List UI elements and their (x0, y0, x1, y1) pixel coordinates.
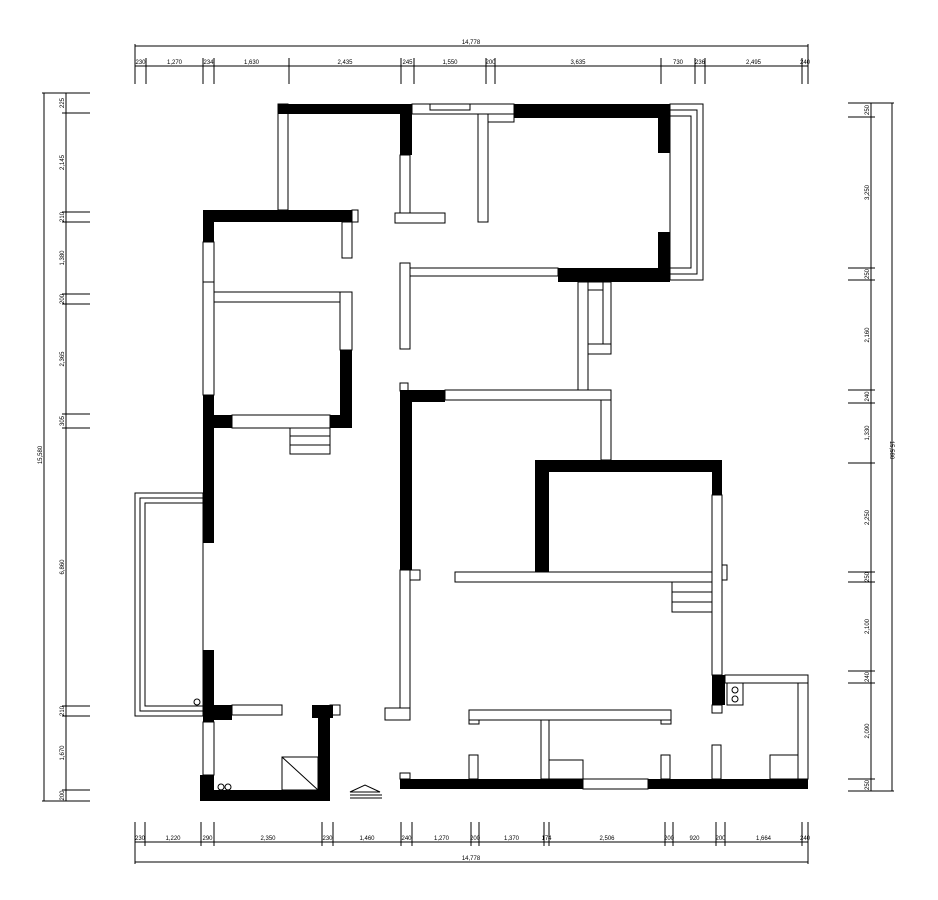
dimension-label: 200 (664, 836, 675, 842)
dimension-label: 210 (60, 211, 66, 222)
dimension-label: 210 (60, 705, 66, 716)
dimension-label: 2,160 (865, 327, 871, 343)
dimension-label: 6,860 (60, 559, 66, 575)
dimension-label: 2,350 (260, 836, 276, 842)
dimension-lines: 14,778 14,778 15,580 15,580 (38, 40, 894, 864)
counter (468, 709, 672, 721)
dimension-label: 1,270 (434, 836, 450, 842)
dimension-label: 920 (689, 836, 700, 842)
dimension-label: 2,250 (865, 509, 871, 525)
dimension-label: 1,370 (504, 836, 520, 842)
dimension-label: 250 (865, 104, 871, 115)
dimension-label: 200 (470, 836, 481, 842)
dimension-label: 240 (401, 836, 412, 842)
dimension-label: 1,550 (442, 60, 458, 66)
dimension-label: 240 (800, 836, 811, 842)
dimension-label: 2,506 (599, 836, 615, 842)
left-total-dimension: 15,580 (38, 445, 44, 464)
dimension-label: 200 (715, 836, 726, 842)
dimension-label: 730 (673, 60, 684, 66)
dimension-label: 2,090 (865, 723, 871, 739)
dimension-label: 250 (865, 779, 871, 790)
stairs (289, 427, 331, 455)
right-total-dimension: 15,580 (888, 441, 894, 460)
dimension-label: 1,220 (165, 836, 181, 842)
dimension-label: 200 (60, 293, 66, 304)
dimension-label: 2,145 (60, 154, 66, 170)
dimension-label: 250 (865, 571, 871, 582)
dimension-label: 240 (865, 671, 871, 682)
dimension-label: 250 (865, 268, 871, 279)
dimension-label: 2,365 (60, 351, 66, 367)
dimension-label: 1,670 (60, 745, 66, 761)
stairs-2 (671, 581, 713, 613)
dimension-label: 230 (135, 836, 146, 842)
dimension-label: 2,495 (746, 60, 762, 66)
dimension-label: 236 (695, 60, 706, 66)
dimension-label: 290 (202, 836, 213, 842)
dimension-label: 3,635 (570, 60, 586, 66)
dimension-label: 230 (322, 836, 333, 842)
dimension-label: 1,270 (167, 60, 183, 66)
dimension-label: 305 (60, 415, 66, 426)
dimension-label: 225 (60, 97, 66, 108)
dimension-label: 3,250 (865, 184, 871, 200)
dimension-label: 2,100 (865, 618, 871, 634)
dimension-label: 200 (60, 790, 66, 801)
window-bottom (582, 778, 649, 790)
dimension-label: 240 (865, 391, 871, 402)
dimension-label: 200 (485, 60, 496, 66)
dimension-label: 1,330 (865, 425, 871, 441)
dimension-label: 240 (800, 60, 811, 66)
dimension-label: 2,435 (337, 60, 353, 66)
bottom-total-dimension: 14,778 (462, 856, 481, 862)
dimension-label: 245 (402, 60, 413, 66)
dimension-label: 1,460 (359, 836, 375, 842)
walls (134, 103, 809, 801)
stove (726, 682, 744, 706)
dimension-label: 174 (541, 836, 552, 842)
entrance-arrow-icon (349, 784, 382, 799)
dimension-label: 1,380 (60, 250, 66, 266)
dimension-label: 1,630 (244, 60, 260, 66)
dimension-label: 234 (203, 60, 214, 66)
top-total-dimension: 14,778 (462, 40, 481, 46)
dimension-label: 230 (135, 60, 146, 66)
dimension-label: 1,664 (756, 836, 772, 842)
